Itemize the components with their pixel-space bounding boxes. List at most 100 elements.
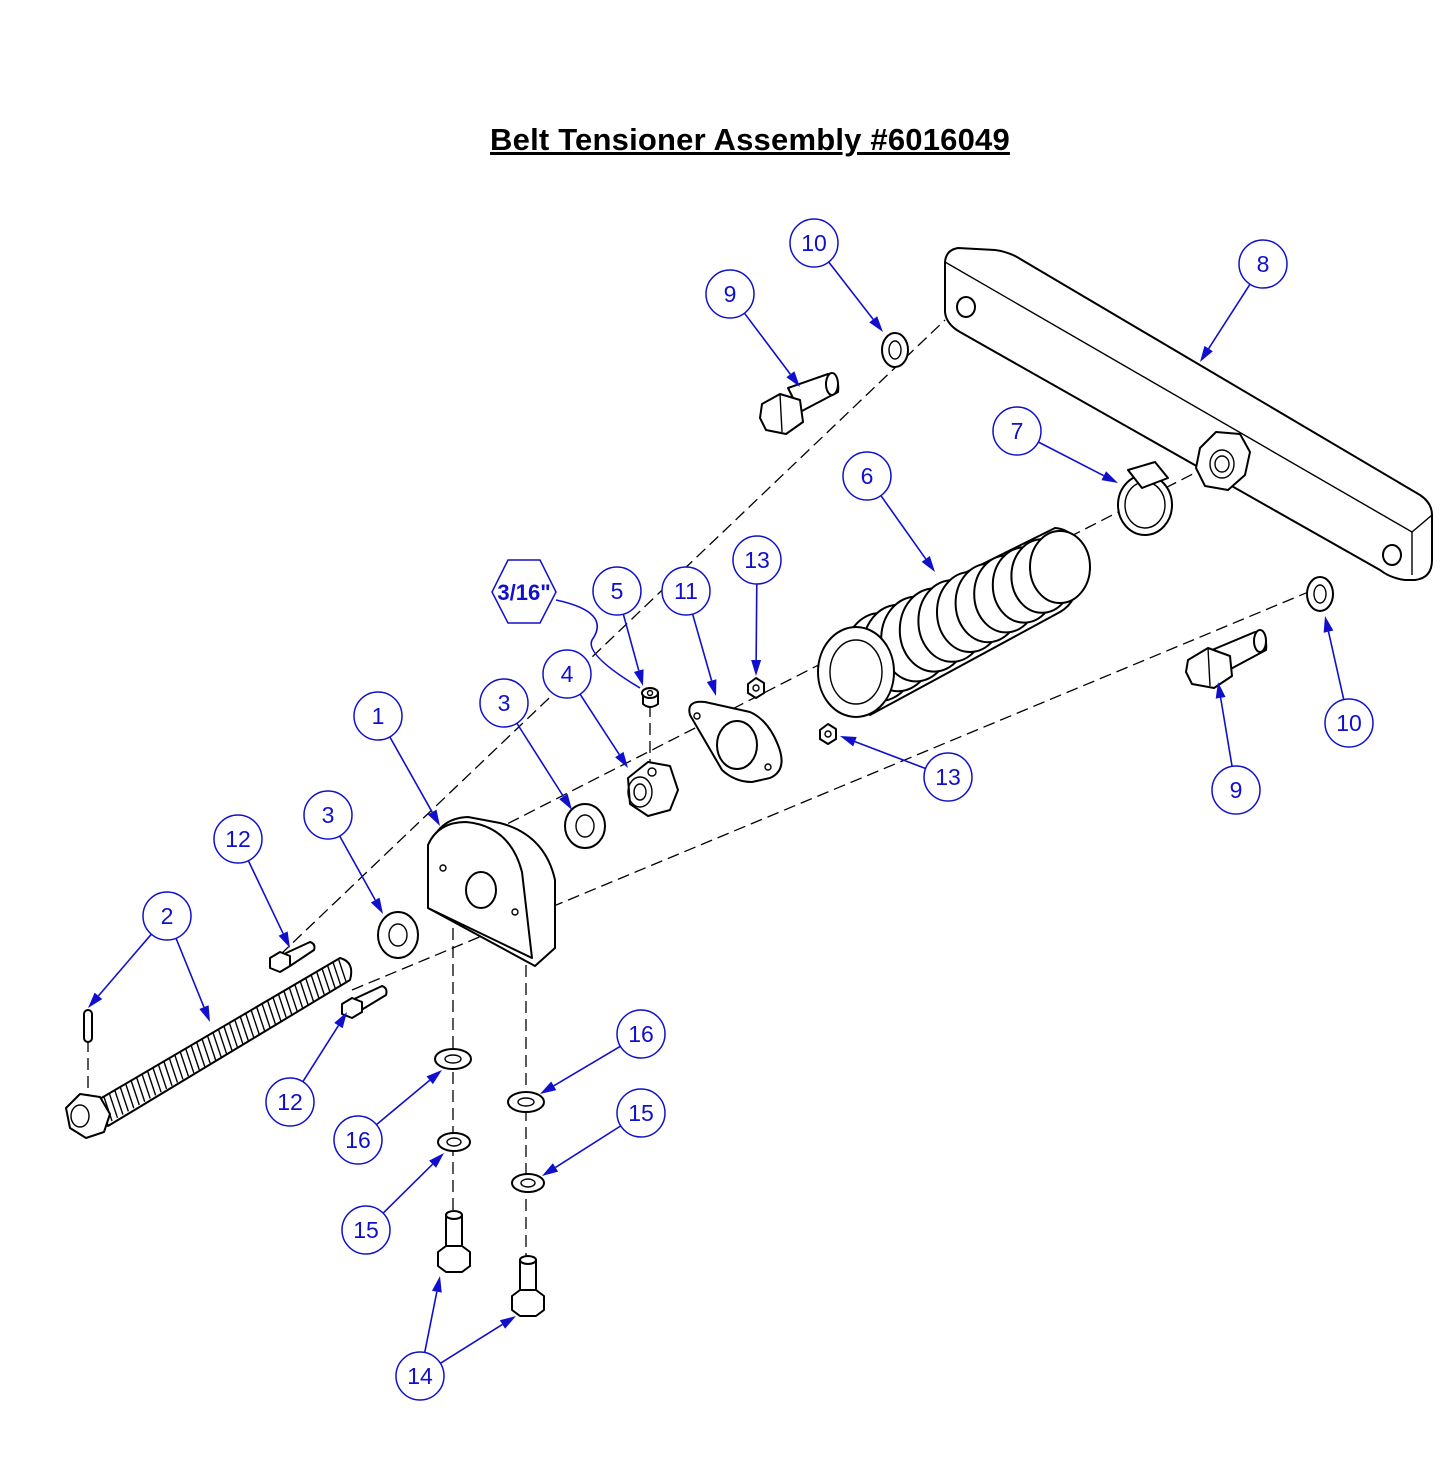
callout-number: 16 (345, 1127, 371, 1153)
bellows-boot (817, 527, 1091, 718)
leader-line (439, 1323, 503, 1364)
lock-washer-left-15 (437, 1132, 471, 1152)
leader-line (755, 583, 758, 661)
callout-bubble (661, 566, 711, 616)
leader-arrow (751, 659, 762, 676)
callout-13: 13 (732, 535, 782, 676)
leader-line (622, 613, 640, 671)
callout-bubble (616, 1009, 666, 1059)
adjuster-nut (627, 761, 679, 817)
size-tag: 3/16" (491, 559, 641, 689)
lock-washer-right-15 (511, 1173, 545, 1193)
callout-3: 3 (303, 790, 383, 914)
callout-9: 9 (1211, 682, 1261, 815)
callout-bubble (789, 218, 839, 268)
leader-line (1327, 631, 1345, 700)
leader-line (382, 1163, 434, 1214)
leader-arrow (334, 1012, 347, 1029)
callout-number: 10 (801, 230, 827, 256)
leader-line (1037, 441, 1105, 477)
leader-arrow (370, 897, 383, 914)
callout-number: 15 (353, 1217, 379, 1243)
cotter-pin (83, 1009, 93, 1043)
callout-13: 13 (840, 736, 973, 802)
callout-number: 7 (1011, 418, 1024, 444)
callout-number: 4 (561, 661, 574, 687)
callout-12: 12 (265, 1012, 347, 1127)
callout-number: 13 (744, 547, 770, 573)
callout-3: 3 (479, 678, 572, 810)
callout-bubble (923, 752, 973, 802)
leader-line (743, 312, 792, 375)
leader-arrow (1101, 471, 1118, 483)
callout-bubble (333, 1115, 383, 1165)
diagram-title: Belt Tensioner Assembly #6016049 (490, 122, 1010, 157)
callout-bubble (1211, 765, 1261, 815)
callout-9: 9 (705, 269, 800, 387)
leader-line (854, 740, 926, 770)
block-bolt-left (437, 1210, 471, 1273)
flange-plate (688, 700, 783, 783)
callout-15: 15 (542, 1088, 666, 1176)
leader-arrow (633, 669, 644, 686)
leader-line (302, 1025, 340, 1083)
leader-line (553, 1045, 621, 1087)
callout-number: 15 (628, 1100, 654, 1126)
callout-number: 5 (611, 578, 624, 604)
leader-arrow (869, 316, 883, 332)
callout-number: 14 (407, 1363, 433, 1389)
small-nut-upper (747, 677, 765, 699)
leader-arrow (426, 1070, 442, 1085)
leader-arrow (427, 809, 440, 826)
callout-14: 14 (395, 1276, 516, 1401)
callout-bubble (142, 891, 192, 941)
leader-arrow (786, 371, 800, 387)
leader-line (175, 937, 205, 1008)
leader-line (828, 261, 874, 320)
set-screw (641, 687, 659, 708)
callout-number: 16 (628, 1021, 654, 1047)
leader-line (691, 613, 713, 681)
tensioner-block (427, 816, 556, 967)
callout-bubble (341, 1205, 391, 1255)
leader-arrow (540, 1081, 557, 1094)
leader-line (1207, 283, 1251, 349)
callout-bubble (303, 790, 353, 840)
callout-7: 7 (992, 406, 1118, 483)
arm-bolt-upper (759, 372, 840, 435)
callout-6: 6 (842, 451, 935, 572)
callout-bubble (353, 691, 403, 741)
leader-arrow (706, 679, 717, 696)
leader-line (516, 722, 565, 797)
leader-arrow (199, 1005, 210, 1022)
callout-5: 5 (592, 566, 644, 686)
callout-number: 13 (935, 764, 961, 790)
callout-bubble (732, 535, 782, 585)
small-bolt-upper (269, 941, 316, 973)
leader-arrow (1215, 682, 1226, 699)
leader-arrow (499, 1316, 516, 1329)
arm-bolt-lower (1185, 629, 1268, 689)
callout-number: 9 (1230, 777, 1243, 803)
callout-8: 8 (1200, 239, 1288, 362)
leader-arrow (88, 992, 103, 1008)
callout-12: 12 (213, 814, 290, 948)
callout-11: 11 (661, 566, 717, 696)
callout-bubble (992, 406, 1042, 456)
callout-bubble (616, 1088, 666, 1138)
size-tag-label: 3/16" (497, 580, 550, 605)
callout-1: 1 (353, 691, 440, 826)
small-bolt-lower (341, 985, 388, 1019)
leader-line (1219, 697, 1233, 767)
block-bolt-right (511, 1255, 545, 1317)
callout-16: 16 (540, 1009, 666, 1094)
callout-2: 2 (88, 891, 210, 1022)
leader-line (389, 736, 433, 813)
threaded-rod (65, 957, 353, 1139)
callout-number: 8 (1257, 251, 1270, 277)
callout-number: 10 (1336, 710, 1362, 736)
leader-line (247, 860, 284, 934)
leader-arrow (921, 556, 935, 572)
callout-bubble (705, 269, 755, 319)
